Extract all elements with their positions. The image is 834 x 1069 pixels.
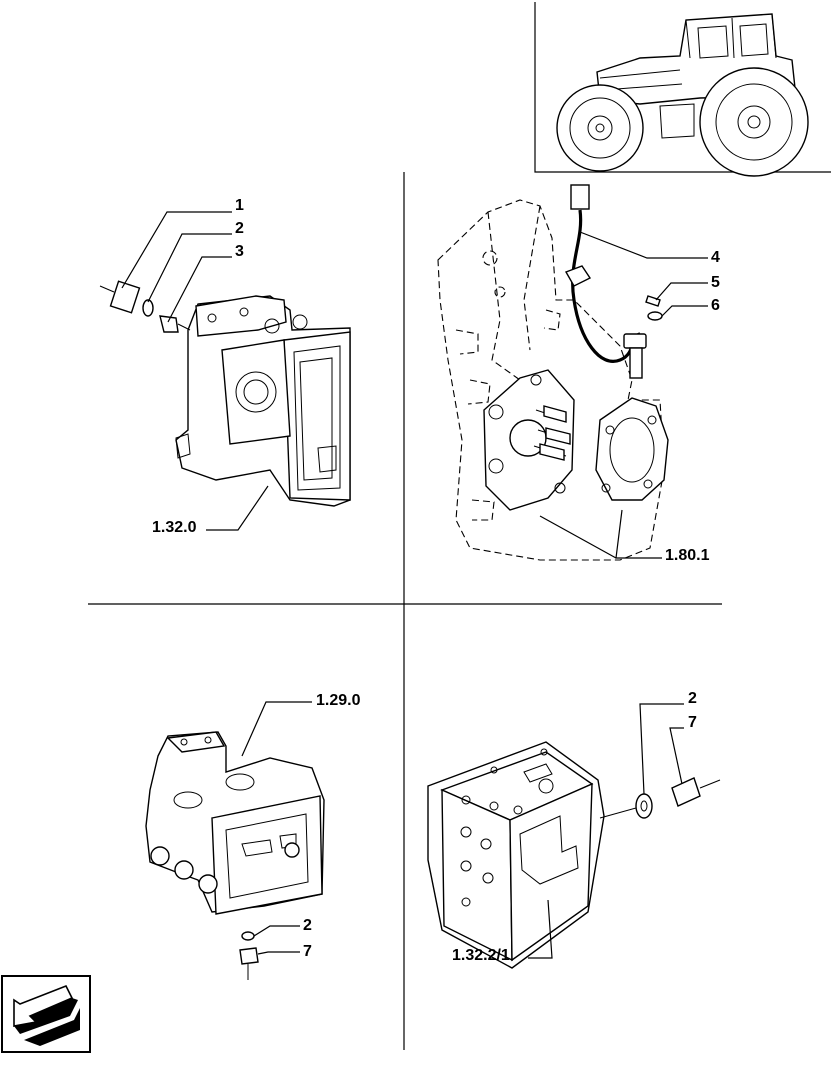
part-1-sleeve (99, 280, 141, 314)
callout-6: 6 (711, 297, 720, 314)
valve-block-assembly (145, 731, 325, 915)
callout-2-bottom-left: 2 (303, 917, 312, 934)
control-valve-block (427, 741, 605, 969)
part-5-screw (645, 295, 661, 307)
part-6-washer (647, 311, 663, 321)
part-7-sensor-bottom-left (239, 947, 259, 980)
part-2-washer-bottom-left (241, 931, 255, 941)
part-4-speed-sensor (564, 184, 647, 379)
callout-2: 2 (235, 220, 244, 237)
callout-ref-1-32-0: 1.32.0 (152, 519, 197, 536)
back-navigation[interactable] (1, 975, 91, 1053)
callout-ref-1-29-0: 1.29.0 (316, 692, 361, 709)
callout-2-bottom-right: 2 (688, 690, 697, 707)
callout-4: 4 (711, 249, 720, 266)
part-7-sensor-bottom-right (599, 777, 721, 819)
callout-leaders-bottom-left (241, 701, 312, 955)
callout-leaders-bottom-right (528, 703, 684, 959)
back-arrow-icon[interactable] (13, 984, 80, 1046)
callout-7-bottom-left: 7 (303, 943, 312, 960)
callout-ref-1-80-1: 1.80.1 (665, 547, 710, 564)
part-3-fitting (159, 315, 191, 333)
part-2-washer (142, 299, 154, 317)
lift-cover-housing (175, 295, 351, 507)
tractor-icon (556, 13, 809, 177)
callout-ref-1-32-2-1: 1.32.2/1 (452, 947, 510, 964)
quadrant-dividers (88, 172, 722, 1050)
callout-leaders-top-left (121, 211, 269, 531)
pto-flange (483, 369, 575, 511)
part-2-washer-bottom-right (635, 793, 653, 819)
callout-7-bottom-right: 7 (688, 714, 697, 731)
callout-5: 5 (711, 274, 720, 291)
pto-gasket (595, 397, 669, 501)
callout-3: 3 (235, 243, 244, 260)
engine-block-outline (437, 199, 665, 561)
callout-leaders-top-right (539, 231, 708, 559)
callout-1: 1 (235, 197, 244, 214)
